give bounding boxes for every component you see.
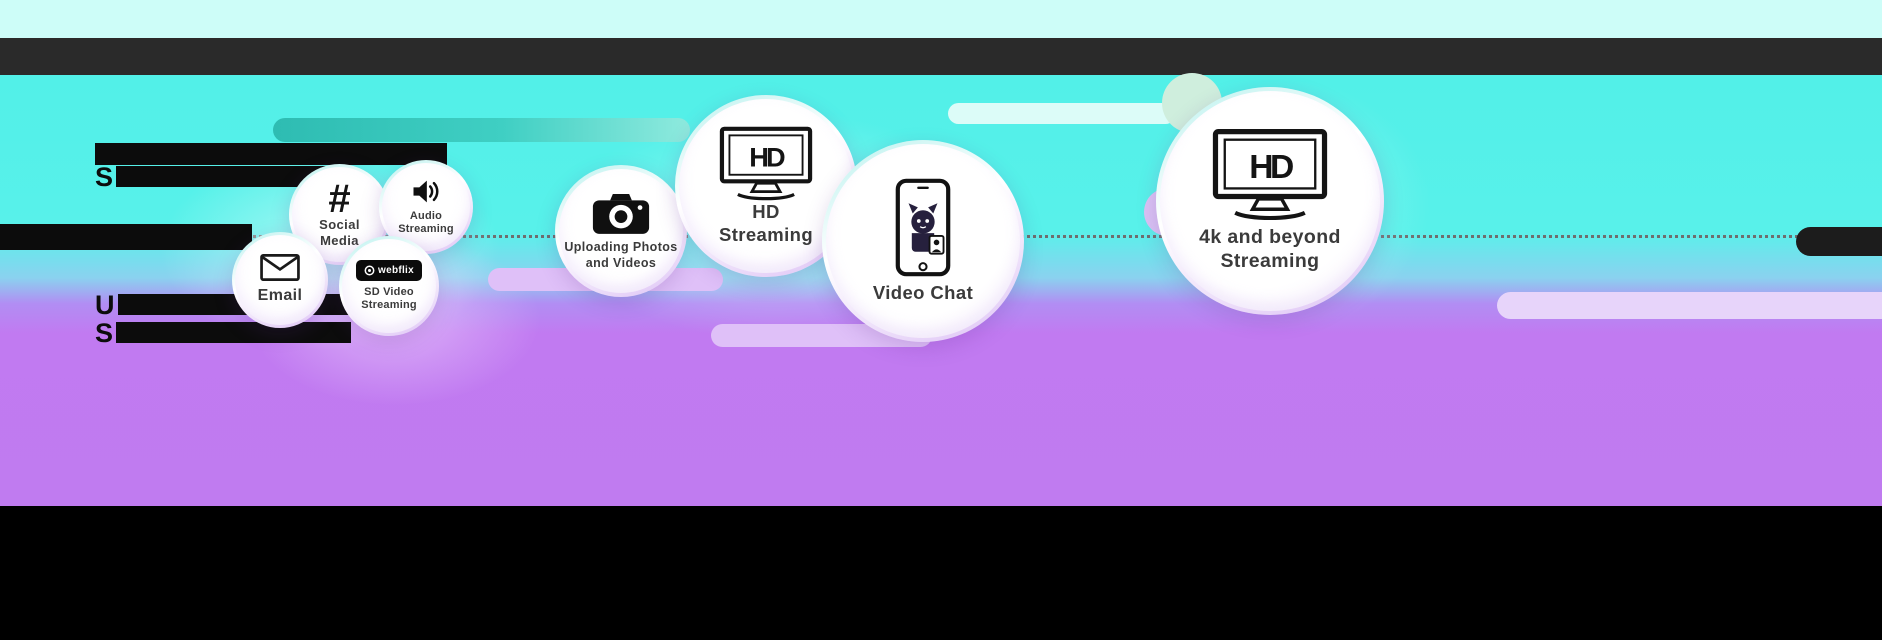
bottom-bar bbox=[0, 506, 1882, 640]
hd-tv-icon: HD bbox=[1212, 129, 1328, 221]
bubble-video-chat: Video Chat bbox=[822, 140, 1024, 342]
speaker-icon bbox=[413, 180, 439, 202]
video-chat-phone-icon bbox=[895, 178, 951, 276]
redacted-bar bbox=[0, 224, 252, 250]
bubble-label: Social Media bbox=[319, 216, 360, 248]
redacted-bar bbox=[95, 143, 447, 165]
speed-line-lavender-right bbox=[1497, 292, 1882, 319]
bubble-uploading-photos: Uploading Photos and Videos bbox=[555, 165, 687, 297]
bubble-label: HD Streaming bbox=[718, 200, 814, 245]
webflix-disc-icon bbox=[364, 265, 375, 276]
bubble-label: Uploading Photos and Videos bbox=[564, 240, 678, 270]
bubble-label: Email bbox=[257, 287, 303, 305]
bubble-label: SD Video Streaming bbox=[361, 285, 417, 311]
hd-screen-text: HD bbox=[1249, 149, 1293, 186]
text-prefix: S bbox=[95, 162, 115, 192]
bubble-hd-streaming: HD HD Streaming bbox=[675, 95, 857, 277]
top-strip bbox=[0, 0, 1882, 38]
bubble-4k-streaming: HD 4k and beyond Streaming bbox=[1156, 87, 1384, 315]
speed-line-light bbox=[948, 103, 1176, 124]
redacted-bar bbox=[116, 322, 352, 343]
cat-face-icon bbox=[908, 202, 938, 252]
webflix-logo: webflix bbox=[356, 259, 422, 281]
text-prefix: S bbox=[95, 318, 115, 348]
title-bar bbox=[0, 38, 1882, 75]
bubble-label: Audio Streaming bbox=[398, 209, 454, 235]
hd-screen-text: HD bbox=[749, 141, 785, 172]
hashtag-icon: # bbox=[328, 176, 351, 221]
speed-line-teal bbox=[273, 118, 690, 142]
bubble-label: 4k and beyond Streaming bbox=[1199, 226, 1341, 272]
bubble-label: Video Chat bbox=[872, 281, 974, 303]
camera-icon bbox=[592, 194, 650, 235]
speed-line-dark-right bbox=[1796, 227, 1882, 256]
text-prefix: U bbox=[95, 290, 116, 320]
webflix-wordmark: webflix bbox=[378, 264, 414, 276]
redacted-text-line bbox=[95, 143, 447, 165]
bubble-sd-video-streaming: webflix SD Video Streaming bbox=[339, 236, 439, 336]
redacted-text-line bbox=[0, 224, 252, 250]
bubble-email: Email bbox=[232, 232, 328, 328]
redacted-text-line: S bbox=[95, 318, 352, 348]
envelope-icon bbox=[260, 254, 300, 282]
hd-tv-icon: HD bbox=[719, 126, 813, 201]
